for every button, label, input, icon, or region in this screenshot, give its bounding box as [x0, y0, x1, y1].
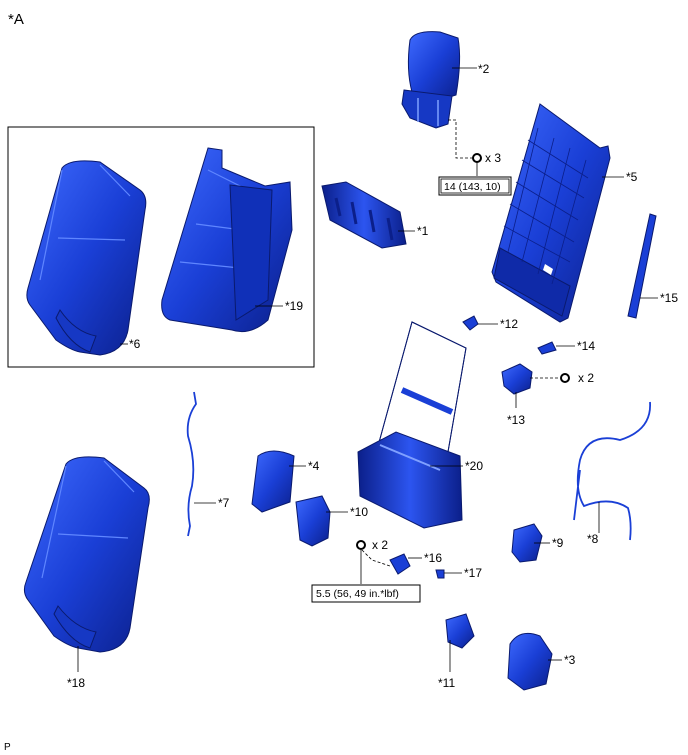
callout-10: *10 — [350, 505, 368, 519]
cover-9 — [511, 523, 543, 563]
callout-8: *8 — [587, 532, 599, 546]
qty-headrest-bolts: x 3 — [485, 151, 501, 165]
callout-4: *4 — [308, 459, 320, 473]
bolt-icon — [472, 153, 482, 163]
seatback-cover-18 — [23, 456, 150, 653]
callout-13: *13 — [507, 413, 525, 427]
bolt-path-headrest — [448, 119, 474, 159]
clip-14 — [537, 341, 557, 355]
bracket-16 — [389, 553, 411, 575]
bolt-icon — [356, 540, 366, 550]
callout-20: *20 — [465, 459, 483, 473]
callout-17: *17 — [464, 566, 482, 580]
screw-17 — [435, 569, 445, 579]
callout-19: *19 — [285, 299, 303, 313]
wire-harness-8 — [573, 401, 651, 541]
callout-11: *11 — [438, 676, 455, 690]
callout-2: *2 — [478, 62, 490, 76]
cable-7 — [186, 391, 197, 537]
trim-strip-15 — [627, 213, 657, 319]
callout-7: *7 — [218, 496, 230, 510]
qty-bracket-bolts: x 2 — [578, 371, 594, 385]
clip-12 — [462, 315, 479, 331]
callout-6: *6 — [129, 337, 141, 351]
cover-3 — [507, 632, 553, 691]
qty-lower-bolts: x 2 — [372, 538, 388, 552]
seatback-board-5 — [491, 103, 611, 323]
callout-5: *5 — [626, 170, 638, 184]
page-marker: P — [4, 742, 11, 753]
torque-box-headrest-inner — [440, 178, 510, 194]
seatback-pad-19 — [161, 147, 293, 333]
seat-frame-20 — [357, 321, 467, 529]
headrest-2 — [401, 31, 461, 129]
bolt-icon — [560, 373, 570, 383]
torque-lower: 5.5 (56, 49 in.*lbf) — [316, 588, 399, 600]
callout-14: *14 — [577, 339, 595, 353]
torque-headrest: 14 (143, 10) — [444, 181, 501, 193]
callout-1: *1 — [417, 224, 429, 238]
torque-box-headrest-outer — [438, 176, 512, 196]
view-label: *A — [8, 11, 24, 28]
callout-9: *9 — [552, 536, 564, 550]
callout-18: *18 — [67, 676, 85, 690]
bolt-path-16 — [361, 549, 391, 567]
torque-box-lower — [311, 584, 421, 603]
cover-10 — [295, 495, 331, 547]
callout-16: *16 — [424, 551, 442, 565]
component-group-box — [7, 126, 315, 368]
cover-4 — [251, 450, 295, 513]
seatback-cover-6 — [26, 160, 147, 356]
bracket-13 — [501, 363, 533, 395]
callout-3: *3 — [564, 653, 576, 667]
callout-15: *15 — [660, 291, 678, 305]
hinge-cover-11 — [445, 613, 475, 649]
callout-12: *12 — [500, 317, 518, 331]
bracket-1 — [321, 181, 407, 249]
